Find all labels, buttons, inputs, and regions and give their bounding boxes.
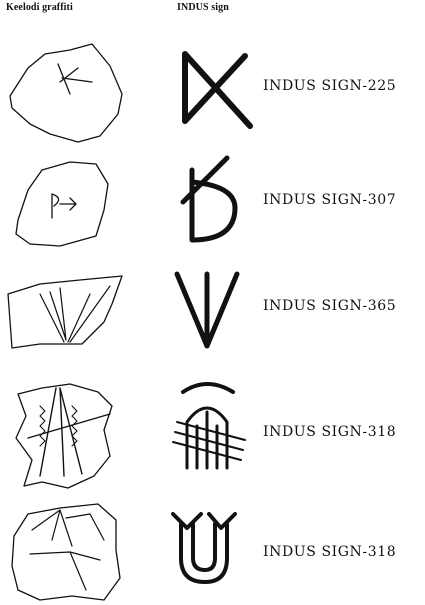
comparison-row: INDUS SIGN-318 [0, 496, 425, 605]
sign-label: INDUS SIGN-225 [263, 78, 396, 94]
comparison-row: INDUS SIGN-365 [0, 264, 425, 374]
sign-label: INDUS SIGN-307 [263, 192, 396, 208]
sign-label: INDUS SIGN-318 [263, 544, 396, 560]
indus-sign-drawing [165, 36, 260, 146]
header-graffiti: Keelodi graffiti [6, 2, 73, 13]
graffiti-sherd-drawing [0, 264, 160, 374]
sign-label: INDUS SIGN-318 [263, 424, 396, 440]
graffiti-sherd-drawing [0, 150, 160, 260]
indus-sign-drawing [165, 496, 260, 605]
comparison-row: INDUS SIGN-307 [0, 150, 425, 260]
graffiti-sherd-drawing [0, 496, 160, 605]
comparison-row: INDUS SIGN-318 [0, 376, 425, 492]
sign-label: INDUS SIGN-365 [263, 298, 396, 314]
graffiti-sherd-drawing [0, 36, 160, 146]
indus-sign-drawing [165, 376, 260, 492]
graffiti-sherd-drawing [0, 376, 160, 492]
comparison-row: INDUS SIGN-225 [0, 36, 425, 146]
indus-sign-drawing [165, 150, 260, 260]
header-indus-sign: INDUS sign [177, 2, 229, 13]
indus-sign-drawing [165, 264, 260, 374]
